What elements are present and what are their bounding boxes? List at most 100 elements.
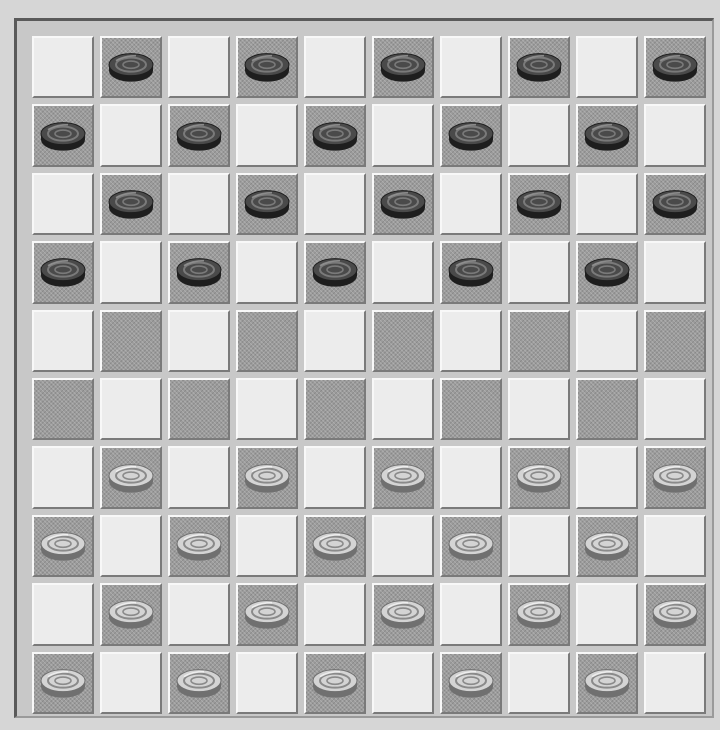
white-checker-piece-icon[interactable] [310, 530, 360, 564]
dark-square-r5-c0[interactable] [32, 378, 94, 440]
black-checker-piece-icon[interactable] [514, 188, 564, 222]
dark-square-r6-c5[interactable] [372, 446, 434, 508]
white-checker-piece-icon[interactable] [650, 598, 700, 632]
white-checker-piece-icon[interactable] [310, 666, 360, 700]
black-checker-piece-icon[interactable] [242, 188, 292, 222]
dark-square-r0-c9[interactable] [644, 36, 706, 98]
dark-square-r7-c6[interactable] [440, 515, 502, 577]
light-square-r7-c9 [644, 515, 706, 577]
dark-square-r5-c2[interactable] [168, 378, 230, 440]
checkers-board[interactable] [29, 33, 709, 717]
dark-square-r1-c8[interactable] [576, 104, 638, 166]
dark-square-r1-c2[interactable] [168, 104, 230, 166]
dark-square-r2-c3[interactable] [236, 173, 298, 235]
light-square-r8-c6 [440, 583, 502, 645]
dark-square-r8-c1[interactable] [100, 583, 162, 645]
dark-square-r4-c3[interactable] [236, 310, 298, 372]
dark-square-r3-c2[interactable] [168, 241, 230, 303]
black-checker-piece-icon[interactable] [446, 256, 496, 290]
black-checker-piece-icon[interactable] [174, 256, 224, 290]
dark-square-r7-c4[interactable] [304, 515, 366, 577]
white-checker-piece-icon[interactable] [378, 461, 428, 495]
white-checker-piece-icon[interactable] [174, 666, 224, 700]
white-checker-piece-icon[interactable] [38, 530, 88, 564]
light-square-r2-c0 [32, 173, 94, 235]
dark-square-r0-c1[interactable] [100, 36, 162, 98]
light-square-r6-c4 [304, 446, 366, 508]
white-checker-piece-icon[interactable] [106, 598, 156, 632]
black-checker-piece-icon[interactable] [446, 119, 496, 153]
dark-square-r2-c7[interactable] [508, 173, 570, 235]
light-square-r9-c7 [508, 652, 570, 714]
white-checker-piece-icon[interactable] [38, 666, 88, 700]
white-checker-piece-icon[interactable] [242, 598, 292, 632]
dark-square-r2-c1[interactable] [100, 173, 162, 235]
dark-square-r9-c6[interactable] [440, 652, 502, 714]
dark-square-r3-c4[interactable] [304, 241, 366, 303]
dark-square-r7-c0[interactable] [32, 515, 94, 577]
white-checker-piece-icon[interactable] [378, 598, 428, 632]
dark-square-r3-c6[interactable] [440, 241, 502, 303]
dark-square-r3-c0[interactable] [32, 241, 94, 303]
black-checker-piece-icon[interactable] [38, 256, 88, 290]
dark-square-r5-c4[interactable] [304, 378, 366, 440]
black-checker-piece-icon[interactable] [650, 188, 700, 222]
dark-square-r1-c6[interactable] [440, 104, 502, 166]
white-checker-piece-icon[interactable] [242, 461, 292, 495]
light-square-r4-c2 [168, 310, 230, 372]
dark-square-r8-c3[interactable] [236, 583, 298, 645]
dark-square-r0-c5[interactable] [372, 36, 434, 98]
dark-square-r2-c5[interactable] [372, 173, 434, 235]
dark-square-r6-c9[interactable] [644, 446, 706, 508]
white-checker-piece-icon[interactable] [174, 530, 224, 564]
dark-square-r6-c1[interactable] [100, 446, 162, 508]
black-checker-piece-icon[interactable] [378, 188, 428, 222]
black-checker-piece-icon[interactable] [650, 51, 700, 85]
dark-square-r4-c1[interactable] [100, 310, 162, 372]
black-checker-piece-icon[interactable] [582, 119, 632, 153]
black-checker-piece-icon[interactable] [174, 119, 224, 153]
black-checker-piece-icon[interactable] [514, 51, 564, 85]
white-checker-piece-icon[interactable] [514, 598, 564, 632]
dark-square-r9-c8[interactable] [576, 652, 638, 714]
dark-square-r7-c2[interactable] [168, 515, 230, 577]
black-checker-piece-icon[interactable] [582, 256, 632, 290]
dark-square-r9-c2[interactable] [168, 652, 230, 714]
white-checker-piece-icon[interactable] [582, 666, 632, 700]
dark-square-r0-c3[interactable] [236, 36, 298, 98]
white-checker-piece-icon[interactable] [446, 530, 496, 564]
dark-square-r8-c5[interactable] [372, 583, 434, 645]
black-checker-piece-icon[interactable] [242, 51, 292, 85]
dark-square-r7-c8[interactable] [576, 515, 638, 577]
dark-square-r1-c4[interactable] [304, 104, 366, 166]
dark-square-r6-c7[interactable] [508, 446, 570, 508]
light-square-r1-c9 [644, 104, 706, 166]
dark-square-r0-c7[interactable] [508, 36, 570, 98]
dark-square-r2-c9[interactable] [644, 173, 706, 235]
dark-square-r4-c7[interactable] [508, 310, 570, 372]
dark-square-r6-c3[interactable] [236, 446, 298, 508]
black-checker-piece-icon[interactable] [106, 188, 156, 222]
white-checker-piece-icon[interactable] [106, 461, 156, 495]
light-square-r8-c4 [304, 583, 366, 645]
dark-square-r9-c4[interactable] [304, 652, 366, 714]
dark-square-r5-c6[interactable] [440, 378, 502, 440]
white-checker-piece-icon[interactable] [514, 461, 564, 495]
black-checker-piece-icon[interactable] [310, 256, 360, 290]
white-checker-piece-icon[interactable] [650, 461, 700, 495]
white-checker-piece-icon[interactable] [446, 666, 496, 700]
dark-square-r1-c0[interactable] [32, 104, 94, 166]
light-square-r1-c5 [372, 104, 434, 166]
black-checker-piece-icon[interactable] [310, 119, 360, 153]
black-checker-piece-icon[interactable] [378, 51, 428, 85]
dark-square-r8-c9[interactable] [644, 583, 706, 645]
dark-square-r4-c9[interactable] [644, 310, 706, 372]
dark-square-r9-c0[interactable] [32, 652, 94, 714]
black-checker-piece-icon[interactable] [106, 51, 156, 85]
dark-square-r4-c5[interactable] [372, 310, 434, 372]
dark-square-r8-c7[interactable] [508, 583, 570, 645]
black-checker-piece-icon[interactable] [38, 119, 88, 153]
dark-square-r3-c8[interactable] [576, 241, 638, 303]
dark-square-r5-c8[interactable] [576, 378, 638, 440]
white-checker-piece-icon[interactable] [582, 530, 632, 564]
